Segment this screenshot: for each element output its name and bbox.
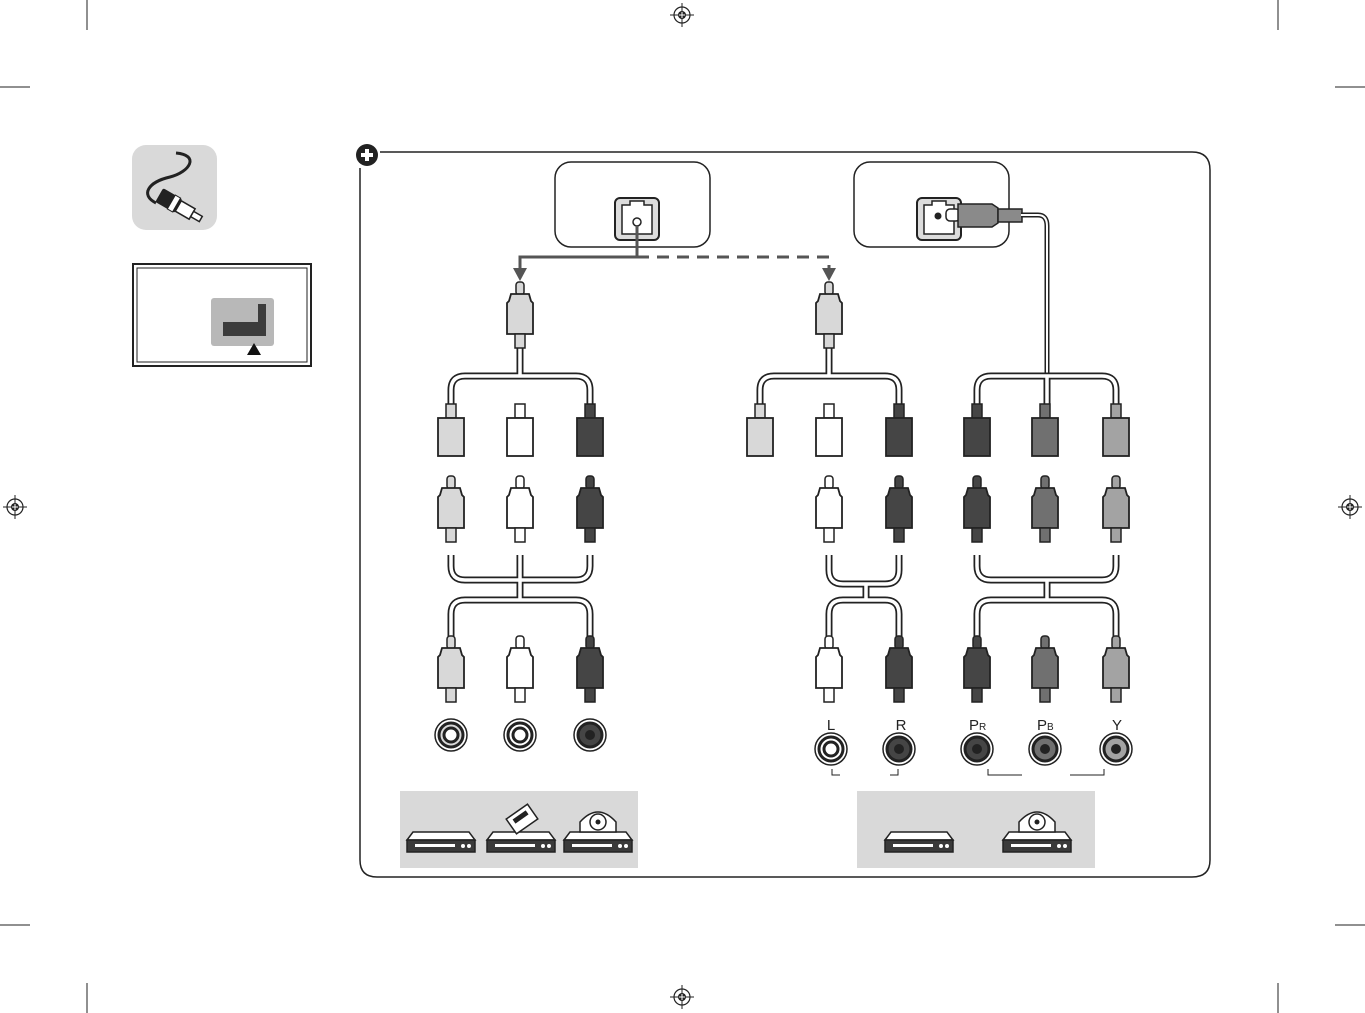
registration-mark-icon [670, 3, 694, 27]
component-plug-middle [1103, 476, 1129, 542]
diagram-frame [356, 144, 1210, 877]
composite-input-plug [507, 282, 533, 348]
composite-jack [435, 719, 467, 751]
label-pb: PB [1037, 717, 1054, 734]
dvd-recorder-icon [885, 832, 953, 852]
label-audio-l: L [827, 717, 835, 734]
composite-plug-middle [438, 476, 464, 542]
composite-plug-middle [577, 476, 603, 542]
audio-lower-fan [829, 555, 899, 636]
audio-plug-middle-r [886, 476, 912, 542]
composite-plug-upper [438, 404, 464, 456]
cable-icon [132, 145, 217, 230]
composite-upper-fan [451, 348, 590, 405]
audio-plug-bottom-r [886, 636, 912, 702]
component-plug-bottom [964, 636, 990, 702]
component-cable [1021, 215, 1047, 376]
registration-mark-icon [3, 495, 27, 519]
audio-jack-l [815, 733, 847, 765]
component-jack [961, 733, 993, 765]
tv-component-input-port [854, 162, 1022, 247]
composite-plug-middle [507, 476, 533, 542]
audio-plug-middle-l [816, 476, 842, 542]
component-upper-fan [977, 376, 1116, 405]
component-plug-upper [1103, 404, 1129, 456]
component-jack [1029, 733, 1061, 765]
label-pr: PR [969, 717, 986, 734]
composite-plug-upper [577, 404, 603, 456]
composite-plug-bottom [577, 636, 603, 702]
audio-jack-r [883, 733, 915, 765]
component-plug-upper [964, 404, 990, 456]
tv-port-indicator-icon [133, 264, 311, 366]
composite-jack [504, 719, 536, 751]
component-plug-middle [964, 476, 990, 542]
jack-labels: L R PR PB Y [827, 717, 1122, 734]
composite-jack [574, 719, 606, 751]
component-plug-bottom [1103, 636, 1129, 702]
registration-mark-icon [1338, 495, 1362, 519]
composite-plug-bottom [507, 636, 533, 702]
composite-plug-upper [507, 404, 533, 456]
component-plug-bottom [1032, 636, 1058, 702]
plus-circle-icon [356, 144, 378, 166]
audio-plug-upper [747, 404, 773, 456]
registration-mark-icon [670, 985, 694, 1009]
audio-plug-bottom-l [816, 636, 842, 702]
audio-input-plug [816, 282, 842, 348]
component-plug-middle [1032, 476, 1058, 542]
audio-plug-upper [816, 404, 842, 456]
audio-plug-upper [886, 404, 912, 456]
tv-av-input-port [555, 162, 710, 247]
component-lower-fan [977, 555, 1116, 636]
component-jack [1100, 733, 1132, 765]
component-plug-upper [1032, 404, 1058, 456]
composite-lower-fan [451, 555, 590, 636]
label-audio-r: R [896, 717, 907, 734]
devices-panel-component [857, 791, 1095, 868]
dvd-recorder-icon [407, 832, 475, 852]
composite-plug-bottom [438, 636, 464, 702]
jack-brackets [832, 769, 1104, 775]
label-y: Y [1112, 717, 1122, 734]
audio-upper-fan [760, 348, 899, 405]
